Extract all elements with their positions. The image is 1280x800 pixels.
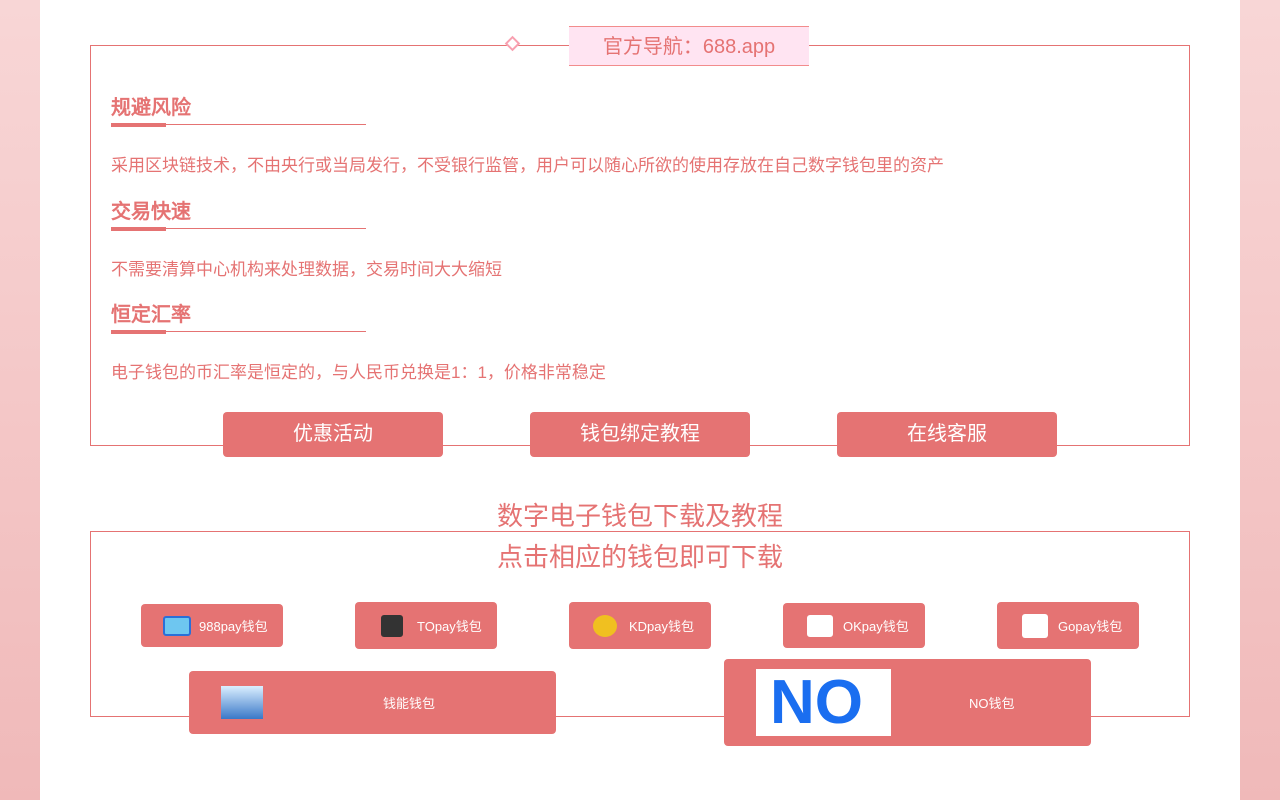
feature-title: 恒定汇率 (111, 301, 366, 334)
download-subtitle: 点击相应的钱包即可下载 (496, 542, 783, 572)
wallet-label: NO钱包 (969, 696, 1015, 711)
wallet-kdpay[interactable]: KDpay钱包 (569, 602, 711, 649)
qianneng-logo-icon (221, 686, 263, 719)
page: 官方导航：688.app 规避风险采用区块链技术，不由央行或当局发行，不受银行监… (40, 0, 1240, 800)
feature-text: 不需要清算中心机构来处理数据，交易时间大大缩短 (111, 260, 502, 279)
gopay-logo-icon (1022, 613, 1048, 638)
wallet-988pay[interactable]: 988pay钱包 (141, 604, 283, 647)
wallet-no[interactable]: NO NO钱包 (724, 659, 1091, 746)
no-logo-icon: NO (756, 669, 891, 736)
988pay-logo-icon (163, 615, 191, 636)
okpay-logo-icon (807, 614, 833, 637)
customer-service-button[interactable]: 在线客服 (837, 412, 1057, 457)
feature-speed: 交易快速不需要清算中心机构来处理数据，交易时间大大缩短 (111, 198, 502, 280)
kdpay-logo-icon (593, 614, 617, 637)
wallet-label: 988pay钱包 (199, 619, 268, 634)
feature-rate: 恒定汇率电子钱包的币汇率是恒定的，与人民币兑换是1：1，价格非常稳定 (111, 301, 606, 383)
feature-text: 电子钱包的币汇率是恒定的，与人民币兑换是1：1，价格非常稳定 (111, 363, 606, 382)
topay-logo-icon (381, 614, 403, 637)
feature-text: 采用区块链技术，不由央行或当局发行，不受银行监管，用户可以随心所欲的使用存放在自… (111, 156, 944, 175)
wallet-label: Gopay钱包 (1058, 619, 1123, 634)
features-panel: 官方导航：688.app 规避风险采用区块链技术，不由央行或当局发行，不受银行监… (90, 26, 1190, 457)
wallet-qianneng[interactable]: 钱能钱包 (189, 671, 556, 734)
wallet-label: 钱能钱包 (383, 696, 436, 711)
diamond-ornament (504, 35, 521, 52)
wallet-label: KDpay钱包 (629, 619, 695, 634)
feature-risk: 规避风险采用区块链技术，不由央行或当局发行，不受银行监管，用户可以随心所欲的使用… (111, 94, 944, 176)
feature-title: 规避风险 (111, 94, 366, 127)
wallets-panel (90, 531, 1190, 717)
promotions-button[interactable]: 优惠活动 (223, 412, 443, 457)
feature-title: 交易快速 (111, 198, 366, 231)
wallet-label: OKpay钱包 (843, 619, 909, 634)
wallet-gopay[interactable]: Gopay钱包 (997, 602, 1139, 649)
download-title: 数字电子钱包下载及教程 (496, 501, 783, 531)
wallet-topay[interactable]: TOpay钱包 (355, 602, 497, 649)
wallet-label: TOpay钱包 (417, 619, 482, 634)
wallet-tutorial-button[interactable]: 钱包绑定教程 (530, 412, 750, 457)
wallet-okpay[interactable]: OKpay钱包 (783, 603, 925, 648)
official-nav-banner[interactable]: 官方导航：688.app (569, 26, 809, 66)
